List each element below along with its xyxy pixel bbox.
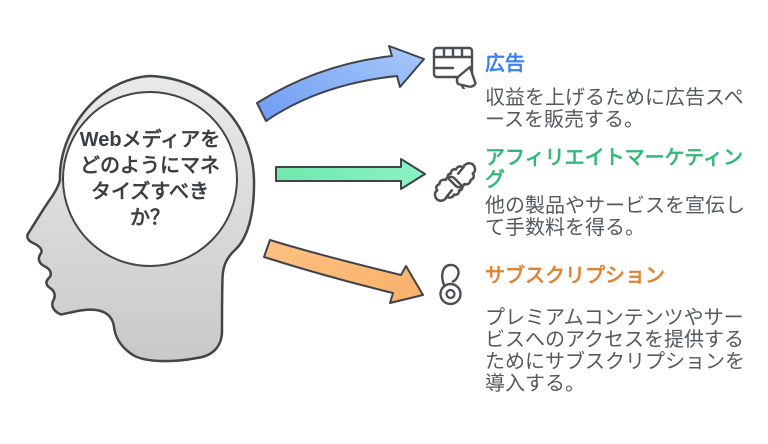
- branch-desc-subscription: プレミアムコンテンツやサー ビスへのアクセスを提供する ためにサブスクリプション…: [485, 307, 745, 395]
- open-padlock-icon: [439, 263, 462, 306]
- branch-title-affiliate: アフィリエイトマーケティン グ: [485, 147, 743, 191]
- branch-desc-advertising: 収益を上げるために広告スペ ースを販売する。: [485, 87, 744, 131]
- arrow-subscription: [263, 239, 424, 304]
- handshake-icon: [433, 162, 477, 202]
- branch-title-subscription: サブスクリプション: [485, 265, 665, 287]
- arrow-affiliate: [275, 158, 426, 190]
- branch-title-advertising: 広告: [485, 53, 525, 75]
- ad-banner-megaphone-icon: [432, 46, 477, 89]
- branch-desc-affiliate: 他の製品やサービスを宣伝し て手数料を得る。: [485, 195, 745, 239]
- brain-circle: [62, 91, 238, 267]
- central-question: Webメディアを どのようにマネ タイズすべき か？: [79, 129, 221, 229]
- arrow-advertising: [256, 45, 425, 122]
